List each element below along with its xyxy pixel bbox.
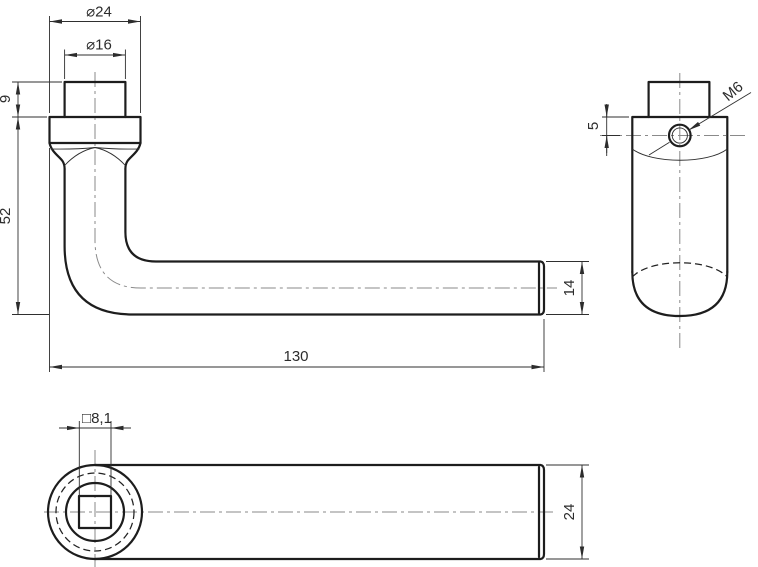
dim-label-thread-callout: M6 [720,78,747,104]
dim-label-boss-diameter: ⌀16 [86,37,112,54]
dim-label-hole-offset: 5 [585,122,602,130]
dim-square-socket: □8,1 [59,410,131,495]
fillet-tangent-line-1 [50,147,126,166]
dim-lever-width: 24 [546,464,589,560]
fillet-tangent-line-2 [64,147,140,166]
dim-ext-lines [49,16,141,113]
lever-outline [63,167,546,316]
dim-boss-diameter: ⌀16 [64,37,126,79]
side-boss-outline [647,80,711,119]
dim-ext-lines [12,81,62,118]
dim-label-lever-thickness: 14 [561,280,578,297]
dim-collar-diameter: ⌀24 [49,4,141,113]
dim-label-lever-width: 24 [561,504,578,521]
bottom-view: □8,1 24 [44,410,589,567]
front-view: ⌀24 ⌀16 9 52 130 14 [0,4,589,372]
thread-hole-inner-circle [671,127,688,144]
side-body-outline [631,115,729,274]
front-centerline [94,72,557,289]
side-view: M6 5 [585,73,752,349]
dim-label-square-socket: □8,1 [82,410,112,427]
collar-outline [48,115,142,145]
side-fillet-arc [632,148,728,161]
side-rounded-bottom [631,270,729,318]
lever-plan-outline [93,463,546,561]
hidden-fillet-circle [55,472,135,552]
boss-circle [64,481,126,543]
dim-hole-offset: 5 [585,104,629,156]
dim-label-collar-diameter: ⌀24 [86,4,112,21]
dim-label-overall-length: 130 [283,348,308,365]
fillet-left [48,141,66,171]
fillet-right [124,141,142,171]
dim-ext-lines [49,148,545,372]
square-socket [77,494,113,530]
leader-line [688,92,752,131]
dim-ext-lines [602,116,629,136]
boss-outline [63,80,127,119]
leader-tail [648,141,670,156]
dim-ext-lines [78,421,112,495]
dim-label-boss-height: 9 [0,95,14,103]
dim-overall-height: 52 [0,117,49,315]
dim-boss-height: 9 [0,81,62,118]
dim-lever-thickness: 14 [546,261,589,315]
dim-label-overall-height: 52 [0,208,14,225]
thread-hole-outer-circle [667,123,692,148]
side-hidden-lever-arc [631,262,728,278]
dim-overall-length: 130 [49,148,545,372]
